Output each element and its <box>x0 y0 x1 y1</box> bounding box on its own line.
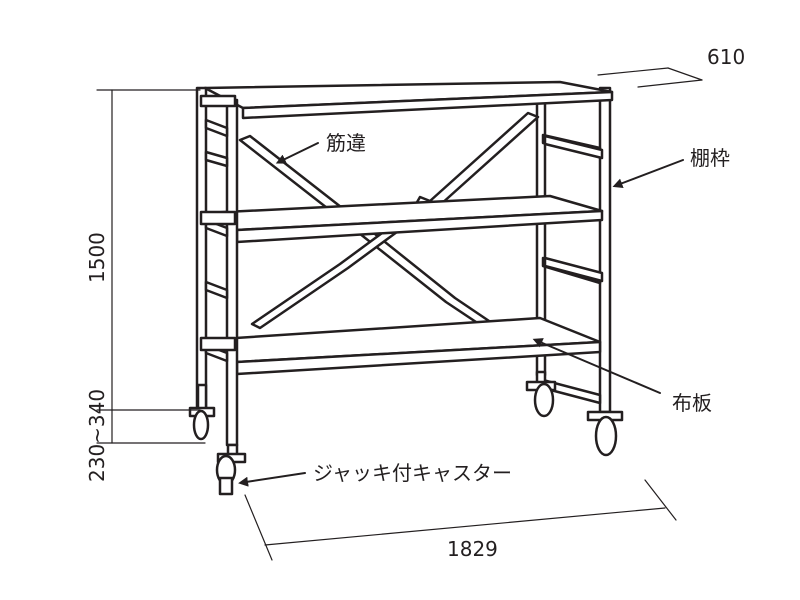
shelf-frame-arrow <box>612 159 684 188</box>
rear-right-post <box>598 86 612 415</box>
board-arrow <box>532 338 661 394</box>
shelf-top <box>203 80 614 120</box>
left-rear-post <box>195 86 208 420</box>
right-side-frame <box>543 134 604 283</box>
jack-range-dimension: 230~340 <box>85 389 109 482</box>
left-frame-clamps <box>199 94 237 352</box>
caster-arrow <box>238 472 306 487</box>
board-label: 布板 <box>672 391 712 415</box>
shelf-frame-label: 棚枠 <box>690 146 730 170</box>
caster-left-rear <box>188 383 216 441</box>
caster-rear-right <box>525 370 557 418</box>
caster-front-right <box>586 410 624 457</box>
brace-arrow <box>275 142 319 164</box>
left-front-post <box>225 98 239 447</box>
dimension-lines <box>96 67 703 561</box>
caster-left-front <box>215 443 247 496</box>
brace-label: 筋違 <box>326 131 366 155</box>
width-dimension: 1829 <box>447 537 498 561</box>
left-side-rungs <box>204 118 229 363</box>
callout-arrows <box>238 142 684 487</box>
right-side-rungs <box>543 134 604 283</box>
caster-label: ジャッキ付キャスター <box>313 461 512 485</box>
depth-dimension: 610 <box>707 45 745 69</box>
height-dimension: 1500 <box>85 232 109 283</box>
